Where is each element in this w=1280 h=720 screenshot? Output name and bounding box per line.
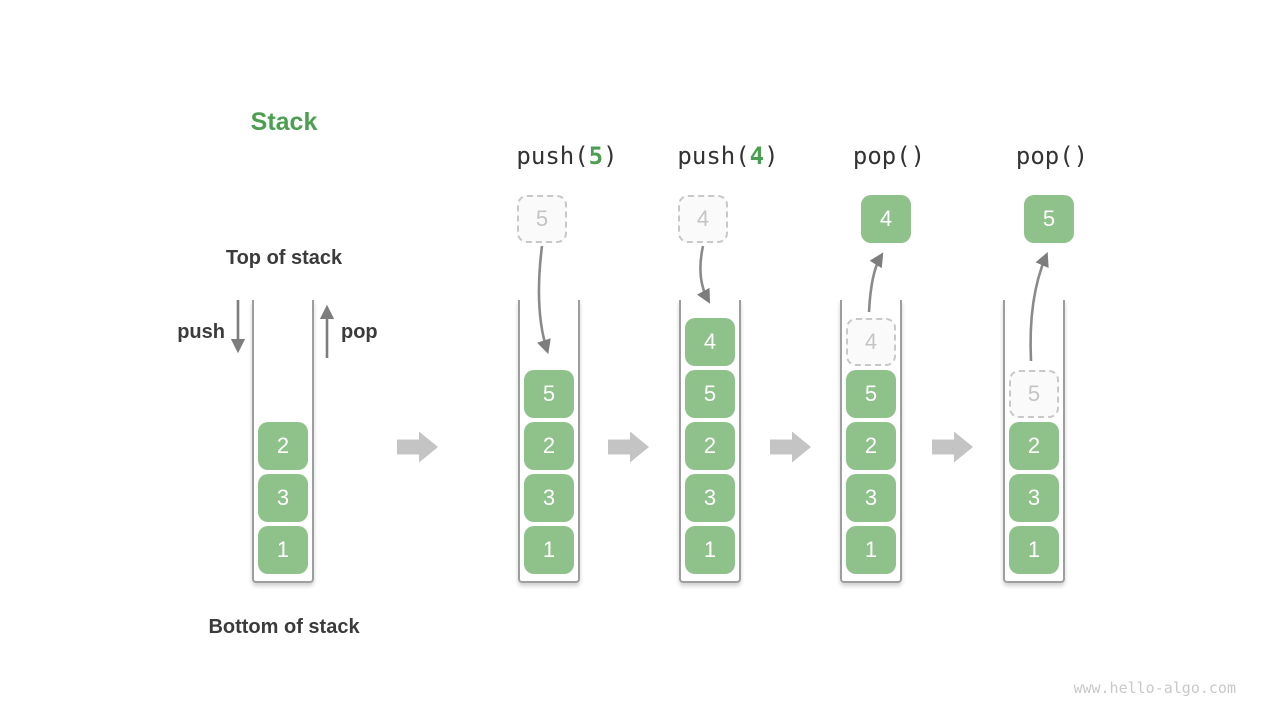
header-suffix: )	[764, 142, 779, 170]
stack-item: 1	[524, 526, 574, 574]
stack-item: 2	[846, 422, 896, 470]
pop-5-floating-value-box: 5	[1024, 195, 1074, 243]
stack-item: 2	[524, 422, 574, 470]
stack-item: 1	[685, 526, 735, 574]
transition-arrow-4	[932, 431, 973, 463]
stack-item: 1	[846, 526, 896, 574]
stack-item: 2	[1009, 422, 1059, 470]
pop-4-header: pop()	[853, 142, 925, 170]
watermark: www.hello-algo.com	[1073, 679, 1236, 697]
header-suffix: )	[1073, 142, 1089, 170]
stack-item: 1	[258, 526, 308, 574]
header-suffix: )	[603, 142, 618, 170]
ghost-stack-item: 5	[1009, 370, 1059, 418]
header-prefix: pop(	[1015, 142, 1074, 170]
stack-item: 5	[524, 370, 574, 418]
stack-item: 3	[1009, 474, 1059, 522]
pop-label: pop	[341, 321, 378, 343]
push-5-floating-value-box: 5	[517, 195, 567, 243]
stack-item: 2	[258, 422, 308, 470]
header-argument: 4	[749, 142, 765, 170]
bottom-of-stack-label: Bottom of stack	[208, 616, 360, 638]
pop-5-header: pop()	[1016, 142, 1088, 170]
stack-item: 5	[846, 370, 896, 418]
push-label: push	[177, 321, 225, 343]
push-4-floating-value-box: 4	[678, 195, 728, 243]
header-prefix: pop(	[852, 142, 911, 170]
transition-arrow-2	[608, 431, 649, 463]
transition-arrow-1	[397, 431, 438, 463]
header-prefix: push(	[516, 142, 589, 170]
transition-arrow-3	[770, 431, 811, 463]
stack-item: 1	[1009, 526, 1059, 574]
header-suffix: )	[910, 142, 926, 170]
top-of-stack-label: Top of stack	[225, 247, 343, 269]
stack-item: 5	[685, 370, 735, 418]
stack-item: 4	[685, 318, 735, 366]
pop-4-floating-value-box: 4	[861, 195, 911, 243]
stack-item: 3	[685, 474, 735, 522]
stack-item: 3	[258, 474, 308, 522]
push-5-header: push(5)	[516, 142, 617, 170]
diagram-title: Stack	[250, 108, 318, 136]
push-4-header: push(4)	[677, 142, 778, 170]
push-4-curved-arrow	[696, 245, 711, 304]
ghost-stack-item: 4	[846, 318, 896, 366]
stack-item: 3	[846, 474, 896, 522]
stack-item: 2	[685, 422, 735, 470]
header-prefix: push(	[677, 142, 750, 170]
stack-item: 3	[524, 474, 574, 522]
header-argument: 5	[588, 142, 604, 170]
